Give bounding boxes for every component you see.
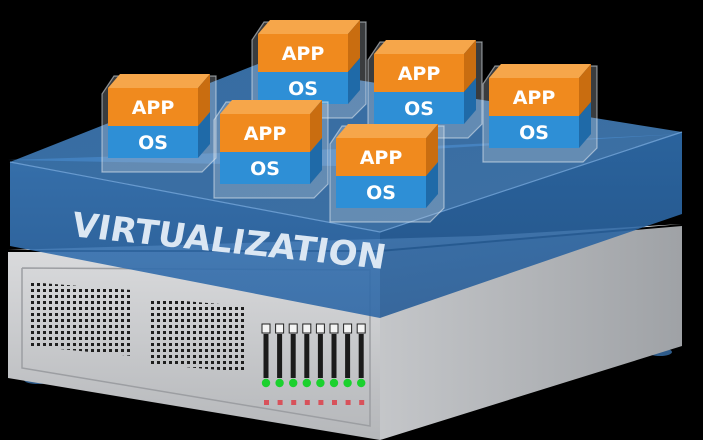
platform-side [380, 132, 682, 318]
status-led-red [318, 400, 324, 405]
drive-bay [261, 323, 271, 405]
os-layer-side [426, 162, 438, 208]
app-layer [258, 34, 348, 72]
app-layer-side [198, 74, 210, 126]
os-layer-side [310, 138, 322, 184]
status-led-red [304, 400, 310, 405]
platform-edge [9, 131, 683, 233]
status-led-red [359, 400, 365, 405]
vm-cube: APP OS [329, 124, 445, 223]
vm-app-label: APP [360, 147, 403, 169]
os-layer [220, 152, 310, 184]
status-led-red [332, 400, 337, 405]
vm-app-label: APP [513, 87, 556, 109]
app-layer-top [258, 20, 360, 34]
app-layer-side [464, 40, 476, 92]
vm-os-label: OS [366, 182, 396, 204]
status-led-red [345, 400, 351, 405]
vm-cube: APP OS [101, 74, 217, 173]
vm-app-label: APP [282, 43, 325, 65]
status-led-green [343, 378, 352, 388]
app-layer [220, 114, 310, 152]
vm-app-label: APP [132, 97, 175, 119]
vent-grille-left [28, 282, 132, 356]
drive-bay [329, 323, 339, 405]
app-layer-side [310, 100, 322, 152]
vm-os-label: OS [250, 158, 280, 180]
drive-bay [302, 323, 312, 405]
vm-cube: APP OS [367, 40, 483, 139]
app-layer-top [220, 100, 322, 114]
status-led-red [277, 400, 283, 405]
status-led-green [289, 378, 298, 388]
os-layer [258, 72, 348, 104]
vm-os-label: OS [138, 132, 168, 154]
drive-bay [288, 323, 298, 405]
os-layer-side [198, 112, 210, 158]
drive-bays [261, 323, 366, 405]
os-layer [108, 126, 198, 158]
app-layer [374, 54, 464, 92]
vm-os-label: OS [519, 122, 549, 144]
vm-cube: APP OS [482, 64, 598, 163]
app-layer [336, 138, 426, 176]
status-led-green [329, 378, 339, 388]
status-led-red [264, 400, 269, 405]
vm-os-label: OS [404, 98, 434, 120]
status-led-green [302, 378, 311, 388]
app-layer-side [579, 64, 591, 116]
os-layer [489, 116, 579, 148]
drive-bay [275, 323, 285, 405]
vm-cube: APP OS [251, 20, 367, 119]
app-layer-side [348, 20, 360, 72]
app-layer-top [108, 74, 210, 88]
os-layer-side [579, 102, 591, 148]
vm-cube: APP OS [213, 100, 329, 199]
vent-grille-right [148, 298, 244, 372]
os-layer-side [348, 58, 360, 104]
vm-app-label: APP [398, 63, 441, 85]
os-layer [374, 92, 464, 124]
os-layer [336, 176, 426, 208]
app-layer-side [426, 124, 438, 176]
app-layer-top [336, 124, 438, 138]
drive-bay [343, 323, 353, 405]
status-led-green [316, 378, 325, 388]
os-layer-side [464, 78, 476, 124]
status-led-green [261, 378, 271, 388]
app-layer [108, 88, 198, 126]
app-layer-top [489, 64, 591, 78]
vm-group: APP OS APP OS APP OS APP OS APP OS APP OS [101, 20, 598, 223]
vm-app-label: APP [244, 123, 287, 145]
vm-os-label: OS [288, 78, 318, 100]
platform-front [10, 162, 380, 318]
app-layer [489, 78, 579, 116]
drive-bay [315, 323, 325, 405]
status-led-green [275, 378, 284, 388]
status-led-red [291, 400, 297, 405]
app-layer-top [374, 40, 476, 54]
status-led-green [357, 378, 366, 388]
drive-bay [356, 323, 366, 405]
